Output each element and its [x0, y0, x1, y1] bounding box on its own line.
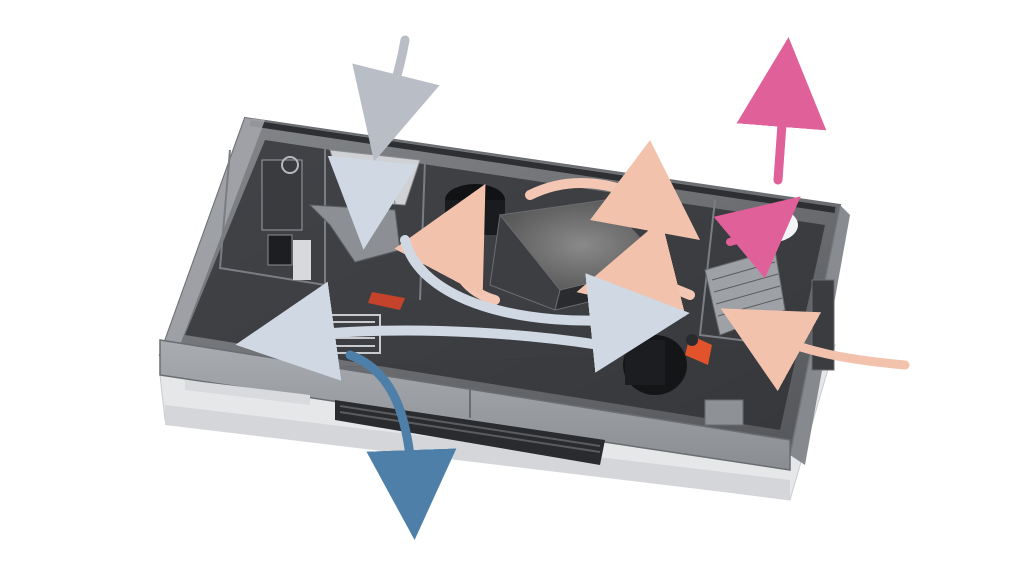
airflow-warm-top — [525, 140, 701, 240]
fan-top — [445, 184, 505, 235]
housing-left-side — [160, 118, 265, 355]
vent-line — [339, 411, 601, 453]
airflow-fresh-left — [235, 281, 605, 381]
airflow-outdoor-in — [352, 35, 440, 162]
airflow-exhaust-inner — [713, 196, 801, 279]
airflow-extract-in — [720, 308, 910, 392]
airflow-intake-inner — [327, 155, 418, 250]
fan-bottom — [623, 335, 687, 395]
airflow-fresh-internal — [400, 235, 690, 373]
base-plate-front — [165, 405, 790, 500]
airflow-supply-out — [345, 350, 457, 540]
vent-line — [339, 405, 601, 447]
orange-component-left — [368, 292, 405, 310]
front-slot-left — [185, 380, 310, 405]
access-hatch — [704, 399, 744, 426]
control-equipment — [261, 156, 311, 280]
housing-top-rim — [249, 120, 836, 213]
airflow-exhaust-out — [736, 37, 827, 185]
airflow-warm-loop — [394, 183, 500, 305]
